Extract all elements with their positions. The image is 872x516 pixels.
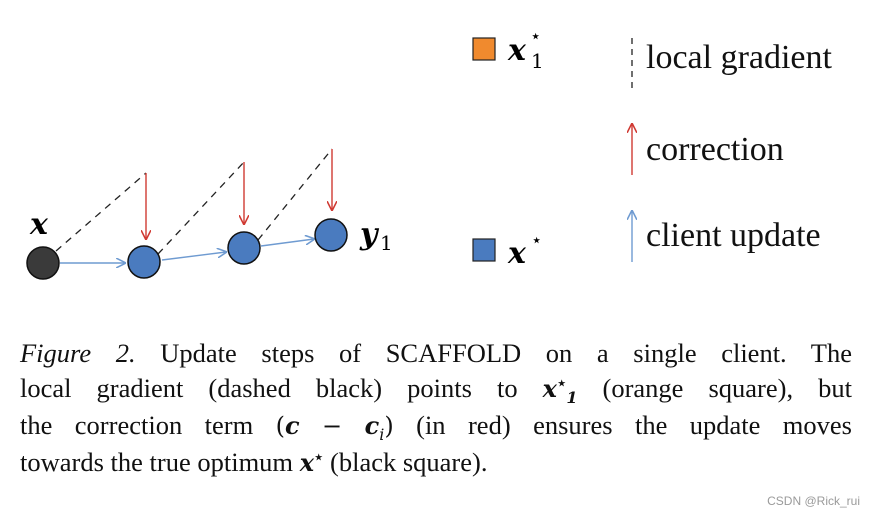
- client-node-1: [127, 245, 161, 279]
- caption-math-client-optimum: x⋆1: [542, 373, 578, 407]
- caption-line-4-after: (black square).: [330, 447, 488, 478]
- true-optimum-square: [472, 238, 496, 262]
- caption-line-1: Figure 2. Update steps of SCAFFOLD on a …: [20, 336, 852, 371]
- local-gradient-line-2: [157, 161, 245, 255]
- client-optimum-square: [472, 37, 496, 61]
- client-node-2: [227, 231, 261, 265]
- watermark: CSDN @Rick_rui: [767, 494, 860, 508]
- true-optimum-label: x: [507, 236, 527, 271]
- start-node: [26, 246, 60, 280]
- caption-math-minus: −: [322, 412, 343, 441]
- figure-label: Figure 2.: [20, 338, 136, 368]
- client-update-arrow-3: [260, 239, 314, 247]
- client-update-arrow-2: [161, 252, 226, 261]
- scaffold-update-diagram: x y 1 x ⋆ 1 x ⋆ local gradient correctio…: [26, 26, 833, 280]
- caption-line-3-after: (in red) ensures the update moves: [416, 410, 852, 441]
- client-optimum-sub: 1: [531, 49, 544, 73]
- caption-line-2: local gradient (dashed black) points to …: [20, 371, 852, 408]
- legend-correction-label: correction: [646, 131, 784, 168]
- legend-client-update-label: client update: [646, 217, 821, 254]
- caption-line-2-before: local gradient (dashed black) points to: [20, 372, 518, 403]
- caption-line-3: the correction term (c − ci) (in red) en…: [20, 410, 852, 445]
- local-gradient-line-1: [55, 172, 147, 252]
- caption-line-3-before: the correction term: [20, 410, 254, 441]
- end-label: y: [359, 217, 380, 252]
- caption-math-c: c: [285, 411, 300, 441]
- start-label: x: [29, 207, 49, 242]
- caption-math-ci: ci: [364, 411, 385, 445]
- client-optimum-label: x: [507, 33, 527, 68]
- end-label-subscript: 1: [380, 231, 393, 255]
- client-optimum-sup: ⋆: [530, 26, 541, 47]
- caption-line-1-text: Update steps of SCAFFOLD on a single cli…: [160, 338, 853, 368]
- caption-line-4: towards the true optimum x⋆ (black squar…: [20, 445, 852, 480]
- caption-math-true-optimum: x⋆: [299, 448, 324, 478]
- figure-caption: Figure 2. Update steps of SCAFFOLD on a …: [20, 336, 852, 480]
- client-node-3: [314, 218, 348, 252]
- local-gradient-line-3: [257, 148, 333, 241]
- caption-line-4-before: towards the true optimum: [20, 447, 294, 478]
- true-optimum-sup: ⋆: [531, 230, 542, 251]
- caption-line-2-after: (orange square), but: [602, 372, 852, 403]
- legend-local-gradient-label: local gradient: [646, 39, 833, 76]
